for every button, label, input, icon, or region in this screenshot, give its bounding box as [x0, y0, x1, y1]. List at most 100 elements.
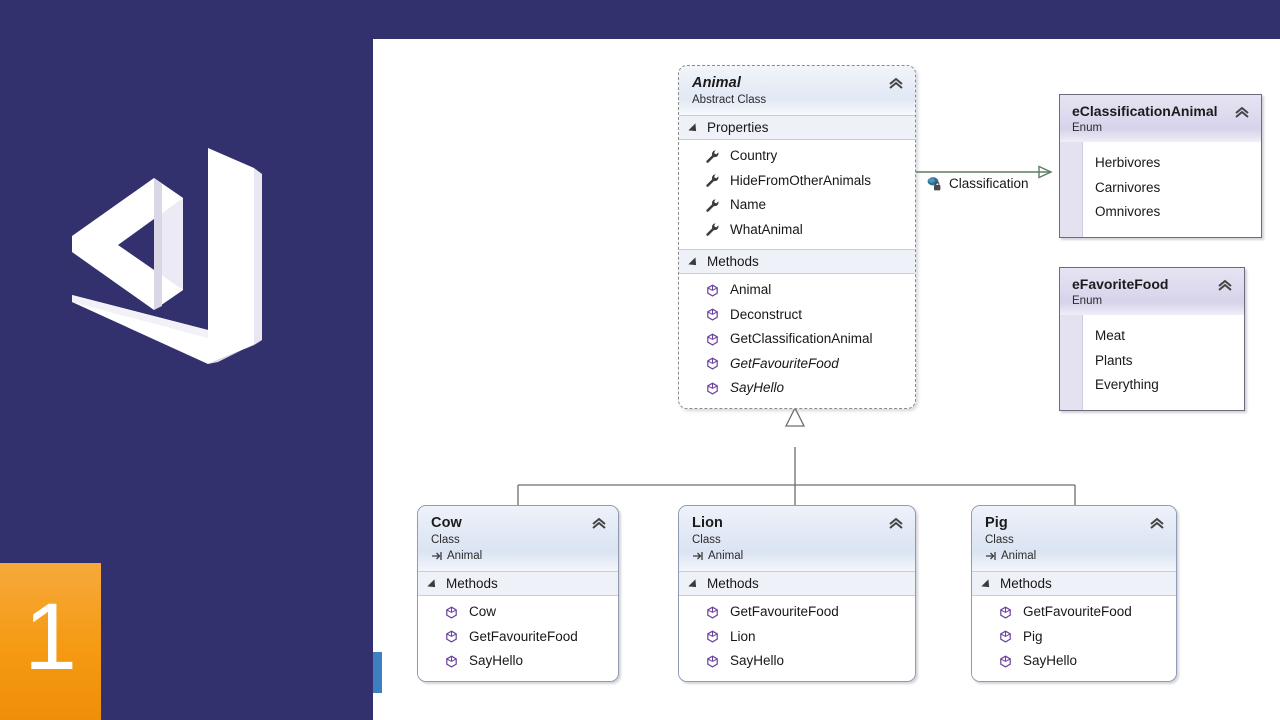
section-label: Methods	[1000, 576, 1052, 591]
member-row[interactable]: Deconstruct	[679, 303, 915, 328]
chevron-double-up-icon[interactable]	[887, 75, 905, 91]
class-box-pig[interactable]: Pig Class Animal Methods GetFavouriteFoo…	[971, 505, 1177, 682]
member-name: HideFromOtherAnimals	[730, 172, 872, 188]
chevron-double-up-icon[interactable]	[590, 515, 608, 531]
member-row[interactable]: GetFavouriteFood	[418, 625, 618, 650]
member-row[interactable]: SayHello	[418, 649, 618, 674]
class-header-animal: Animal Abstract Class	[679, 66, 915, 115]
member-name: Lion	[730, 628, 756, 644]
inheritance-connector	[517, 447, 1076, 505]
wrench-icon	[705, 149, 720, 164]
member-name: GetFavouriteFood	[730, 355, 839, 371]
cube-icon	[998, 605, 1013, 620]
member-row[interactable]: GetFavouriteFood	[679, 600, 915, 625]
member-name: Name	[730, 197, 767, 213]
member-row[interactable]: SayHello	[679, 649, 915, 674]
member-name: GetFavouriteFood	[469, 628, 578, 644]
member-row[interactable]: GetFavouriteFood	[972, 600, 1176, 625]
episode-number-badge: 1	[0, 563, 101, 720]
section-header-methods[interactable]: Methods	[679, 571, 915, 596]
member-row[interactable]: Lion	[679, 625, 915, 650]
class-stereotype: Abstract Class	[692, 94, 767, 106]
arrow-inherit-icon	[692, 550, 704, 562]
chevron-double-up-icon[interactable]	[1148, 515, 1166, 531]
enum-box-eclassificationanimal[interactable]: eClassificationAnimal Enum Herbivores Ca…	[1059, 94, 1262, 238]
chevron-double-up-icon[interactable]	[1233, 104, 1251, 120]
member-row[interactable]: Country	[679, 144, 915, 169]
member-name: Pig	[1023, 628, 1043, 644]
member-row[interactable]: Name	[679, 193, 915, 218]
class-base-type: Animal	[431, 550, 606, 562]
association-label-classification[interactable]: Classification	[925, 175, 1029, 192]
enum-value[interactable]: Everything	[1095, 377, 1159, 393]
cube-icon	[705, 356, 720, 371]
class-header-lion: Lion Class Animal	[679, 506, 915, 571]
enum-header: eFavoriteFood Enum	[1060, 268, 1244, 315]
class-base-type: Animal	[985, 550, 1164, 562]
class-diagram-canvas[interactable]: Animal Abstract Class Properties Country…	[373, 39, 1280, 720]
enum-title: eFavoriteFood	[1072, 276, 1169, 292]
section-header-methods[interactable]: Methods	[418, 571, 618, 596]
enum-value[interactable]: Plants	[1095, 352, 1133, 368]
member-row[interactable]: WhatAnimal	[679, 218, 915, 243]
arrow-inherit-icon	[431, 550, 443, 562]
class-base-type: Animal	[692, 550, 903, 562]
class-base-name: Animal	[447, 550, 483, 562]
cube-icon	[705, 307, 720, 322]
class-box-lion[interactable]: Lion Class Animal Methods GetFavouriteFo…	[678, 505, 916, 682]
wrench-icon	[705, 198, 720, 213]
triangle-collapse-icon[interactable]	[688, 256, 700, 269]
chevron-double-up-icon[interactable]	[887, 515, 905, 531]
class-header-pig: Pig Class Animal	[972, 506, 1176, 571]
enum-body: Herbivores Carnivores Omnivores	[1060, 142, 1261, 237]
member-list-properties: Country HideFromOtherAnimals Name WhatAn…	[679, 140, 915, 250]
member-name: SayHello	[730, 380, 785, 396]
triangle-collapse-icon[interactable]	[981, 578, 993, 591]
inheritance-triangle	[784, 406, 806, 427]
cube-icon	[998, 654, 1013, 669]
member-name: Cow	[469, 604, 497, 619]
member-row[interactable]: GetClassificationAnimal	[679, 327, 915, 352]
member-row[interactable]: HideFromOtherAnimals	[679, 169, 915, 194]
section-header-properties[interactable]: Properties	[679, 115, 915, 140]
class-stereotype: Class	[985, 534, 1014, 546]
association-label-text: Classification	[949, 176, 1029, 191]
member-row[interactable]: Pig	[972, 625, 1176, 650]
member-row[interactable]: SayHello	[679, 376, 915, 401]
member-list-methods: GetFavouriteFood Lion SayHello	[679, 596, 915, 681]
class-box-cow[interactable]: Cow Class Animal Methods Cow	[417, 505, 619, 682]
class-box-animal[interactable]: Animal Abstract Class Properties Country…	[678, 65, 916, 409]
cube-icon	[444, 605, 459, 620]
member-name: SayHello	[1023, 653, 1078, 669]
enum-value[interactable]: Herbivores	[1095, 155, 1161, 170]
enum-value[interactable]: Carnivores	[1095, 179, 1161, 195]
section-label: Methods	[446, 576, 498, 591]
enum-value[interactable]: Meat	[1095, 328, 1126, 343]
section-label: Properties	[707, 120, 769, 135]
enum-value-list: Herbivores Carnivores Omnivores	[1082, 142, 1261, 237]
cube-icon	[705, 629, 720, 644]
member-row[interactable]: GetFavouriteFood	[679, 352, 915, 377]
member-row[interactable]: Cow	[418, 600, 618, 625]
section-header-methods[interactable]: Methods	[679, 249, 915, 275]
cube-icon	[705, 654, 720, 669]
member-name: GetClassificationAnimal	[730, 331, 873, 347]
member-row[interactable]: Animal	[679, 278, 915, 303]
enum-box-efavoritefood[interactable]: eFavoriteFood Enum Meat Plants Everythin…	[1059, 267, 1245, 411]
enum-value[interactable]: Omnivores	[1095, 204, 1161, 220]
enum-header: eClassificationAnimal Enum	[1060, 95, 1261, 142]
class-header-cow: Cow Class Animal	[418, 506, 618, 571]
triangle-collapse-icon[interactable]	[688, 578, 700, 591]
member-name: Animal	[730, 282, 772, 298]
section-header-methods[interactable]: Methods	[972, 571, 1176, 596]
enum-body: Meat Plants Everything	[1060, 315, 1244, 410]
class-title: Animal	[692, 75, 741, 91]
triangle-collapse-icon[interactable]	[427, 578, 439, 591]
member-list-methods: Cow GetFavouriteFood SayHello	[418, 596, 618, 681]
enum-title: eClassificationAnimal	[1072, 103, 1218, 119]
cube-icon	[705, 605, 720, 620]
member-name: Deconstruct	[730, 306, 803, 322]
triangle-collapse-icon[interactable]	[688, 122, 700, 135]
member-row[interactable]: SayHello	[972, 649, 1176, 674]
chevron-double-up-icon[interactable]	[1216, 277, 1234, 293]
